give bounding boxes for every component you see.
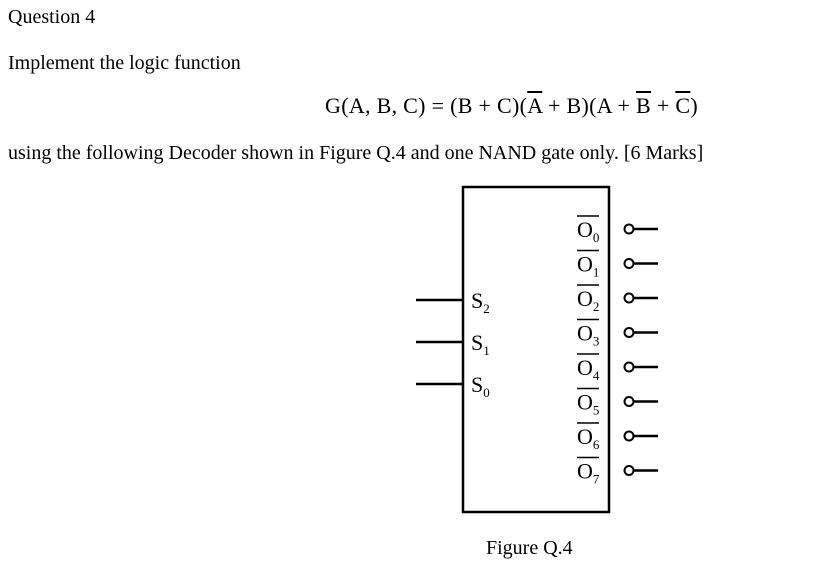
output-label-o7: O7 (577, 459, 600, 487)
figure-caption: Figure Q.4 (486, 537, 573, 559)
output-bubble-o5 (623, 396, 635, 407)
output-bubble-o2 (623, 292, 635, 304)
output-bubble-o7 (623, 465, 635, 476)
equation-term-4: ) (690, 93, 698, 118)
output-label-o2: O2 (577, 286, 599, 314)
question-usage: using the following Decoder shown in Fig… (8, 142, 704, 164)
input-label-s0: S0 (471, 372, 490, 400)
equation-b-complement: B (636, 93, 652, 118)
output-bubble-o1 (623, 258, 635, 269)
output-bubble-o3 (623, 327, 635, 338)
decoder-body (461, 185, 611, 514)
output-label-o0: O0 (577, 217, 599, 245)
output-bubble-o0 (623, 223, 635, 235)
equation-c-complement: C (675, 93, 691, 118)
logic-equation: G(A, B, C) = (B + C)(A + B)(A + B + C) (325, 94, 698, 118)
output-label-o5: O5 (577, 390, 599, 418)
question-heading: Question 4 (8, 6, 96, 28)
equation-lhs: G(A, B, C) = (325, 93, 451, 118)
output-bubble-o6 (623, 430, 635, 442)
output-label-o1: O1 (577, 252, 599, 280)
equation-term-2: + B)(A + (542, 93, 637, 118)
equation-term-1: (B + C)( (450, 93, 528, 118)
output-label-o6: O6 (577, 424, 600, 452)
question-instruction: Implement the logic function (8, 52, 241, 74)
equation-a-complement: A (527, 93, 543, 118)
output-label-o4: O4 (577, 355, 600, 383)
input-label-s1: S1 (471, 330, 490, 358)
output-bubble-o4 (623, 361, 635, 373)
input-label-s2: S2 (471, 288, 490, 316)
equation-term-3: + (651, 93, 676, 118)
output-label-o3: O3 (577, 321, 599, 349)
